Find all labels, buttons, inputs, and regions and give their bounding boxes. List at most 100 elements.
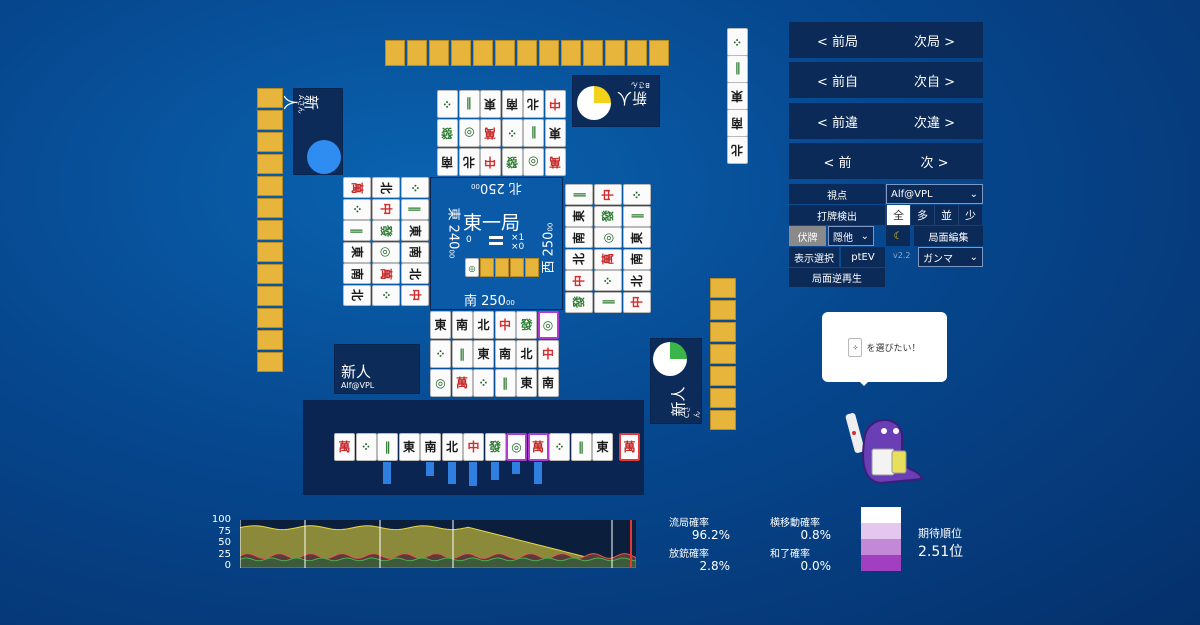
self-player-sub: Alf@VPL — [341, 381, 375, 390]
wall-tile — [257, 308, 283, 328]
wall-tile — [517, 40, 537, 66]
tile: 南 — [565, 227, 593, 248]
tile: 萬 — [480, 119, 501, 147]
prev-button[interactable]: < 前 — [823, 155, 852, 171]
board-edit-button[interactable]: 局面編集 — [914, 226, 983, 246]
next-button[interactable]: 次 > — [920, 155, 949, 171]
tile: 北 — [623, 270, 651, 291]
y-tick: 25 — [218, 548, 231, 560]
tile: ⁘ — [355, 433, 377, 461]
tile-eval-bar — [533, 462, 542, 484]
tile: 東 — [343, 241, 371, 263]
ptev-button[interactable]: ptEV — [841, 247, 885, 267]
next-self-button[interactable]: 次自 > — [913, 74, 956, 90]
top-player-timer — [577, 86, 611, 120]
viewpoint-select[interactable]: Alf@VPL⌄ — [886, 184, 983, 204]
next-diff-button[interactable]: 次違 > — [913, 115, 956, 131]
tile: 南 — [451, 311, 473, 339]
tile: ◎ — [458, 119, 480, 147]
tile: ⁘ — [501, 119, 523, 147]
tile: 南 — [437, 148, 458, 176]
wall-tile — [257, 154, 283, 174]
tile: 發 — [594, 205, 622, 227]
top-wall — [385, 40, 669, 66]
wall-tile — [257, 352, 283, 372]
tile: ◎ — [506, 433, 527, 461]
wall-tile — [257, 220, 283, 240]
tile: ‖ — [451, 340, 473, 368]
tile: ‖ — [458, 90, 480, 118]
tile: 南 — [727, 109, 748, 137]
hidden-select[interactable]: 隠他⌄ — [828, 226, 874, 246]
draw-prob-value: 96.2% — [691, 528, 730, 542]
tile: ◎ — [523, 148, 544, 176]
tile: 北 — [441, 433, 463, 461]
rank-value: 2.51位 — [918, 544, 964, 560]
display-select-button[interactable]: 表示選択 — [789, 247, 839, 267]
wall-tile — [583, 40, 603, 66]
right-player-timer — [653, 342, 687, 376]
north-score: 北 25000 — [471, 180, 522, 195]
tile: 北 — [458, 148, 480, 176]
wall-tile — [407, 40, 427, 66]
detect-option-0[interactable]: 全 — [886, 205, 910, 225]
prev-round-button[interactable]: < 前局 — [816, 34, 859, 50]
wall-tile — [257, 198, 283, 218]
move-prob-value: 0.8% — [800, 528, 832, 542]
top-player-sub: Bさん — [631, 81, 650, 89]
tile: 發 — [484, 433, 506, 461]
tile: ‖ — [594, 291, 622, 313]
tile: ⁘ — [549, 433, 570, 461]
tile: 萬 — [343, 177, 371, 198]
tile: ‖ — [523, 119, 544, 147]
detect-option-1[interactable]: 多 — [910, 205, 934, 225]
y-tick: 75 — [218, 525, 231, 537]
tile-eval-bar — [447, 462, 456, 484]
detect-option-3[interactable]: 少 — [958, 205, 982, 225]
tile: 北 — [516, 340, 537, 368]
wall-tile — [385, 40, 405, 66]
wall-tile — [257, 264, 283, 284]
wall-tile — [561, 40, 581, 66]
tile: 中 — [537, 340, 559, 368]
gamma-select[interactable]: ガンマ⌄ — [918, 247, 983, 267]
self-player-name: 新人 — [341, 363, 372, 381]
replay-button[interactable]: 局面逆再生 — [789, 268, 885, 287]
tile: 南 — [494, 340, 516, 368]
wall-tile — [539, 40, 559, 66]
moon-icon[interactable]: ☾ — [886, 226, 910, 246]
tile: 中 — [372, 198, 400, 220]
suggestion-text: を選びたい！ — [866, 343, 921, 354]
dora-tile: ◎ — [465, 258, 479, 277]
prev-diff-button[interactable]: < 前違 — [816, 115, 859, 131]
round-nav: < 前局 次局 > — [789, 22, 983, 58]
detect-option-2[interactable]: 並 — [934, 205, 958, 225]
suggested-tile: ⁘ — [848, 337, 863, 357]
wall-tile — [495, 40, 515, 66]
step-nav: < 前 次 > — [789, 143, 983, 179]
stick-count-1: ×1 — [511, 233, 525, 243]
tile: ‖ — [570, 433, 592, 461]
tile: 發 — [372, 220, 400, 241]
tile: 萬 — [334, 433, 355, 461]
tile: 萬 — [451, 369, 473, 397]
tile: 北 — [473, 311, 494, 339]
tile: 中 — [594, 184, 622, 205]
tile: ⁘ — [401, 177, 429, 198]
tile: 北 — [401, 263, 429, 284]
hidden-toggle-button[interactable]: 伏牌 — [789, 226, 826, 246]
tile: ⁘ — [437, 90, 458, 118]
right-player-sub: Cさん — [683, 406, 701, 418]
tile: 中 — [544, 90, 566, 118]
tile: ⁘ — [430, 340, 451, 368]
prev-self-button[interactable]: < 前自 — [816, 74, 859, 90]
chevron-down-icon: ⌄ — [969, 188, 978, 200]
tile: 東 — [623, 227, 651, 248]
left-wall — [257, 88, 283, 372]
tile: 東 — [398, 433, 420, 461]
next-round-button[interactable]: 次局 > — [913, 34, 956, 50]
move-prob-label: 横移動確率 — [770, 518, 820, 529]
version-label: v2.2 — [893, 251, 911, 260]
wall-tile — [710, 322, 736, 342]
win-prob-label: 和了確率 — [770, 549, 810, 560]
